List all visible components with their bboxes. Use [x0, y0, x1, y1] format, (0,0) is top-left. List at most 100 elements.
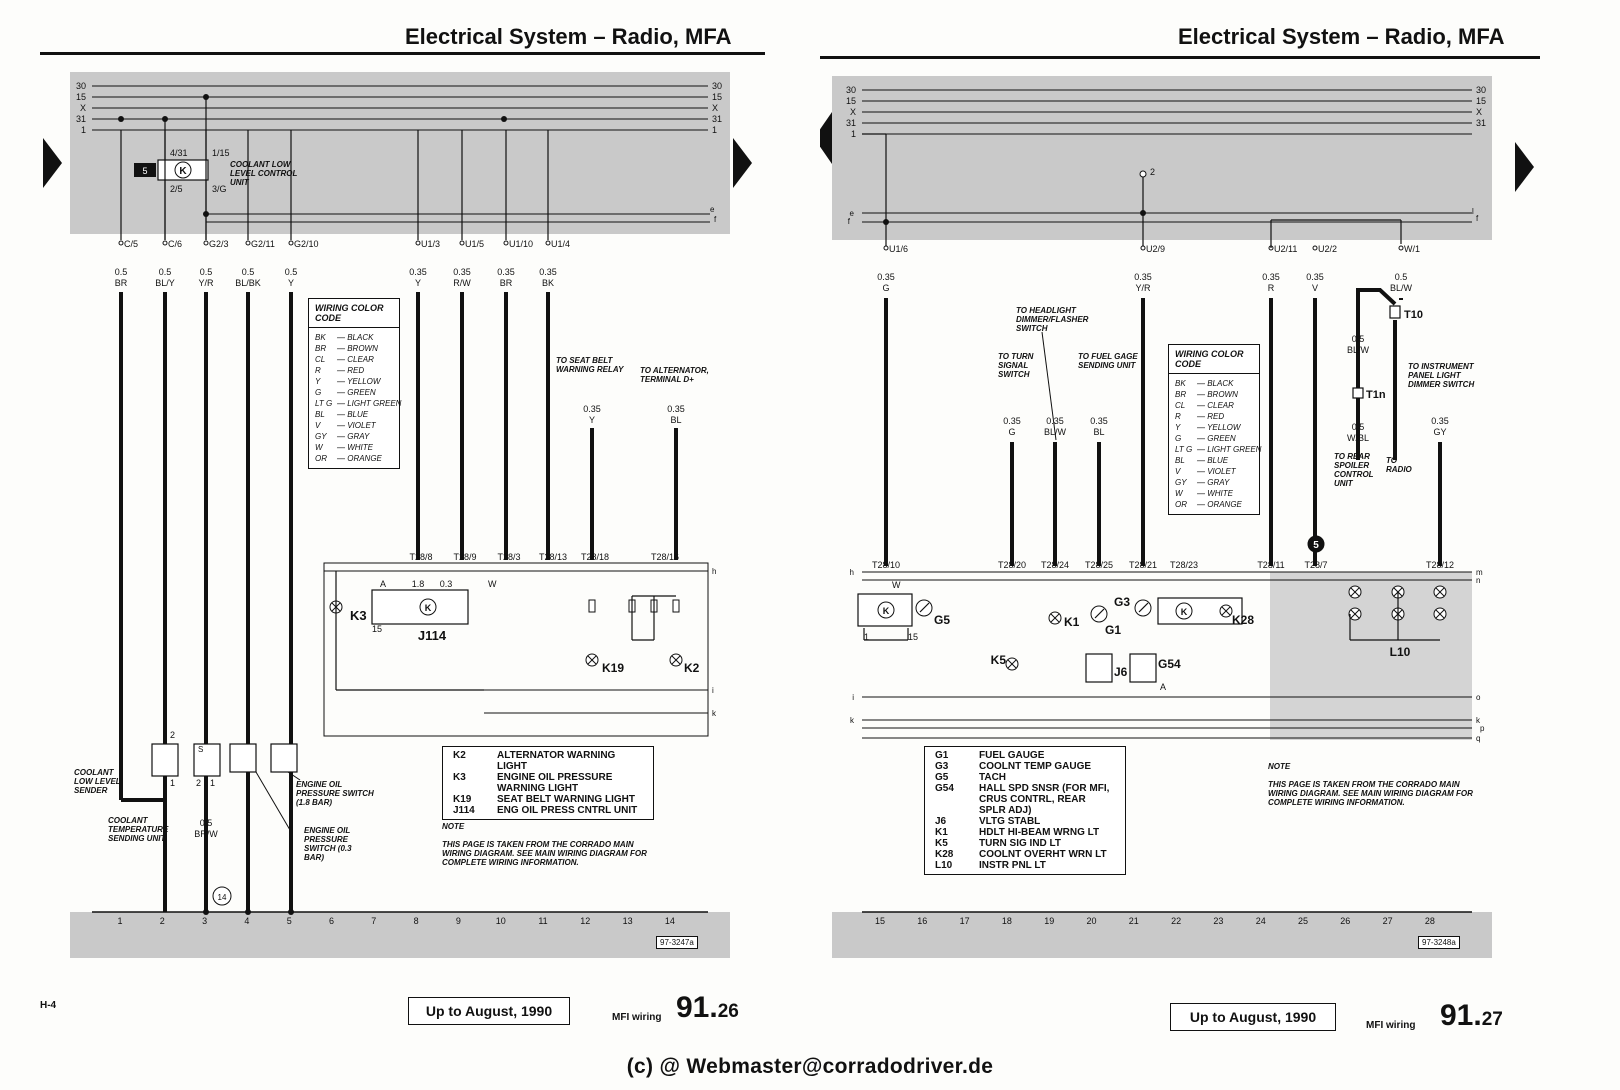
wire-gauge: 0.35	[877, 272, 895, 282]
j114-relay-icon	[419, 598, 437, 616]
figure-ref: 97-3247a	[656, 936, 698, 949]
lamp-x	[1221, 606, 1231, 616]
figure-ref: 97-3248a	[1418, 936, 1460, 949]
bus-label-right: 30	[712, 81, 722, 91]
wire-gauge: 0.5	[159, 267, 172, 277]
page-next-arrow-icon	[733, 138, 752, 188]
track-number: 24	[1256, 916, 1266, 926]
wire-gauge: 0.35	[667, 404, 685, 414]
pin-label: 2	[1150, 167, 1155, 177]
wire-gauge: 0.35	[453, 267, 471, 277]
bus-label-left: 1	[81, 125, 86, 135]
g54-box	[1129, 653, 1157, 683]
bottom-track-band	[832, 912, 1492, 958]
track-number: 15	[875, 916, 885, 926]
oil-switch-18-box	[229, 743, 257, 773]
k28-relay-icon	[1175, 602, 1193, 620]
to-spoiler-label: TO REAR SPOILER CONTROL UNIT	[1334, 452, 1374, 488]
relay-k-icon	[174, 161, 192, 179]
lamp-x	[587, 655, 597, 665]
legend-item: BL— BLUE	[1175, 456, 1229, 465]
track-number: 13	[623, 916, 633, 926]
connector-label: U1/10	[509, 239, 533, 249]
track-number: 11	[538, 916, 547, 926]
bus-label-left: e	[850, 209, 855, 218]
wire-gauge: 0.35	[1003, 416, 1021, 426]
instrument-cluster-outline	[323, 562, 709, 737]
coolant-control-unit-label: COOLANT LOW LEVEL CONTROL UNIT	[230, 160, 298, 187]
bus-label-right: 30	[1476, 85, 1486, 95]
terminal-label: T28/10	[872, 560, 900, 570]
legend-item: BL— BLUE	[315, 410, 369, 419]
wire-color: Y/R	[198, 278, 214, 288]
terminal-label: T28/24	[1041, 560, 1069, 570]
track-number: 28	[1425, 916, 1435, 926]
bus-label-left: 30	[846, 85, 856, 95]
legend-item: W— WHITE	[315, 443, 373, 452]
bus-label-left: 31	[846, 118, 856, 128]
terminal-label: T28/18	[581, 552, 609, 562]
legend-item: BK— BLACK	[315, 333, 374, 342]
bus-label-left: i	[852, 693, 854, 702]
wire-gauge: 0.5	[242, 267, 255, 277]
page-number: 91.27	[1440, 999, 1503, 1032]
pin-label: 2	[170, 730, 175, 740]
legend-item: V— VIOLET	[315, 421, 376, 430]
component-label: J114	[418, 628, 447, 643]
bus-label-right: f	[1476, 214, 1479, 223]
connector-pin	[162, 240, 168, 246]
legend-item: Y— YELLOW	[315, 377, 381, 386]
component-label: G54	[1158, 657, 1181, 671]
wire-color: BR	[500, 278, 513, 288]
wire-gauge: 0.35	[1431, 416, 1449, 426]
pin-label: 15	[908, 632, 918, 642]
bus-label-left: 15	[76, 92, 86, 102]
coolant-sender-label: COOLANT LOW LEVEL SENDER	[74, 768, 121, 795]
oil-switch-03-box	[270, 743, 298, 773]
wire-color: V	[1312, 283, 1318, 293]
callout-number: 5	[1313, 540, 1319, 551]
connector-label: C/6	[168, 239, 182, 249]
track-number: 25	[1298, 916, 1308, 926]
connector-label: U1/3	[421, 239, 440, 249]
terminal-label: T28/11	[1257, 560, 1284, 570]
connector-label: G2/3	[209, 239, 229, 249]
unit-pin: 1/15	[212, 148, 230, 158]
top-bus-band	[70, 72, 730, 234]
connector-label: U2/11	[1274, 244, 1297, 254]
track-number: 27	[1383, 916, 1393, 926]
wire-color: BR/W	[194, 829, 218, 839]
junction-dot	[883, 219, 889, 225]
to-radio-label: TO RADIO	[1386, 456, 1412, 474]
right-page-header: Electrical System – Radio, MFA	[1178, 24, 1505, 49]
pin-label: A	[380, 579, 386, 589]
wire-color: BL/W	[1347, 345, 1370, 355]
page-next-arrow-icon	[1515, 142, 1534, 192]
t1n-connector	[1352, 387, 1364, 399]
wire-gauge: 0.35	[409, 267, 427, 277]
leader-line	[287, 771, 301, 781]
to-seat-belt-relay-label: TO SEAT BELT WARNING RELAY	[556, 356, 624, 374]
legend-item: G— GREEN	[315, 388, 376, 397]
legend-item: R— RED	[1175, 412, 1225, 421]
pin-label: 1.8	[412, 579, 425, 589]
lamp-x	[1050, 613, 1060, 623]
track-number: 16	[917, 916, 927, 926]
connector-label: W/1	[1404, 244, 1420, 254]
component-label: K3	[350, 608, 367, 623]
header-rule	[820, 56, 1540, 59]
tach-relay-icon	[877, 601, 895, 619]
bus-label-right: o	[1476, 693, 1481, 702]
relay-k-label: K	[425, 603, 432, 613]
wire-gauge: 0.35	[497, 267, 515, 277]
wire-gauge: 0.35	[539, 267, 557, 277]
bus-label-right: k	[1476, 716, 1481, 725]
junction-dot	[203, 94, 209, 100]
